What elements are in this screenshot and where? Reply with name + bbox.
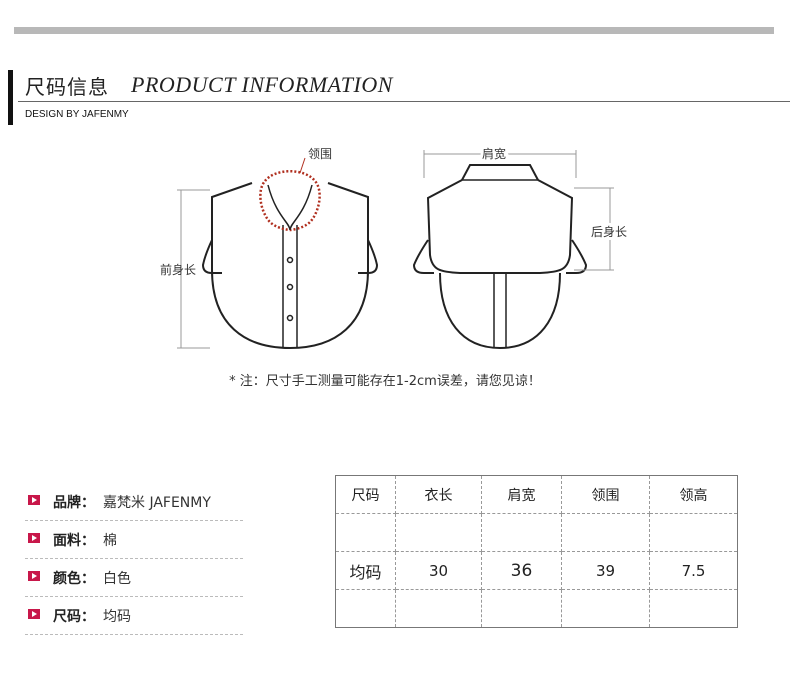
- table-header-row: 尺码 衣长 肩宽 领围 领高: [335, 475, 738, 514]
- table-header-cell: 领高: [649, 475, 738, 514]
- table-cell: [561, 513, 650, 552]
- table-cell: [481, 513, 562, 552]
- table-header-cell: 尺码: [335, 475, 396, 514]
- section-subtitle: DESIGN BY JAFENMY: [25, 109, 129, 120]
- table-cell: 30: [395, 551, 482, 590]
- info-value: 嘉梵米 JAFENMY: [103, 495, 211, 511]
- info-value: 白色: [103, 571, 131, 587]
- front-buttons: [286, 256, 294, 322]
- table-cell: [649, 589, 738, 628]
- table-cell: 均码: [335, 551, 396, 590]
- label-collar: 领围: [308, 147, 332, 161]
- info-key: 品牌：: [53, 495, 95, 511]
- info-value: 棉: [103, 533, 117, 549]
- table-cell: 7.5: [649, 551, 738, 590]
- table-header-cell: 领围: [561, 475, 650, 514]
- size-table: 尺码 衣长 肩宽 领围 领高 均码 30 36 39 7.5: [335, 475, 738, 628]
- info-key: 面料：: [53, 533, 95, 549]
- back-measure-lines: [423, 150, 614, 271]
- collar-size-diagram: 领围 前身长 肩宽 后身长: [160, 143, 630, 350]
- table-cell: [395, 513, 482, 552]
- play-arrow-icon: [28, 609, 40, 619]
- info-row-fabric: 面料： 棉: [25, 520, 243, 559]
- back-collar-drawing: [412, 164, 588, 350]
- table-cell: 39: [561, 551, 650, 590]
- info-value: 均码: [103, 609, 131, 625]
- table-cell: [481, 589, 562, 628]
- title-underline: [18, 101, 790, 102]
- info-row-brand: 品牌： 嘉梵米 JAFENMY: [25, 482, 243, 521]
- play-arrow-icon: [28, 571, 40, 581]
- table-cell: [395, 589, 482, 628]
- table-cell: [561, 589, 650, 628]
- info-row-size: 尺码： 均码: [25, 596, 243, 635]
- play-arrow-icon: [28, 495, 40, 505]
- table-cell: [335, 513, 396, 552]
- front-collar-drawing: [201, 170, 379, 350]
- top-divider-bar: [14, 27, 774, 34]
- info-key: 颜色：: [53, 571, 95, 587]
- info-key: 尺码：: [53, 609, 95, 625]
- label-front-length: 前身长: [160, 262, 196, 277]
- measurement-note: * 注：尺寸手工测量可能存在1-2cm误差，请您见谅！: [229, 374, 541, 389]
- section-title-zh: 尺码信息: [25, 75, 109, 99]
- label-shoulder-width: 肩宽: [482, 146, 506, 161]
- section-title-en: PRODUCT INFORMATION: [131, 72, 393, 97]
- play-arrow-icon: [28, 533, 40, 543]
- front-measure-lines: [177, 157, 306, 349]
- table-row: [335, 589, 738, 628]
- info-row-color: 颜色： 白色: [25, 558, 243, 597]
- table-header-cell: 肩宽: [481, 475, 562, 514]
- table-cell: 36: [481, 551, 562, 590]
- table-cell: [335, 589, 396, 628]
- table-row: [335, 513, 738, 552]
- label-back-length: 后身长: [591, 224, 627, 239]
- table-header-cell: 衣长: [395, 475, 482, 514]
- heading-accent-bar: [8, 70, 13, 125]
- table-row: 均码 30 36 39 7.5: [335, 551, 738, 590]
- table-cell: [649, 513, 738, 552]
